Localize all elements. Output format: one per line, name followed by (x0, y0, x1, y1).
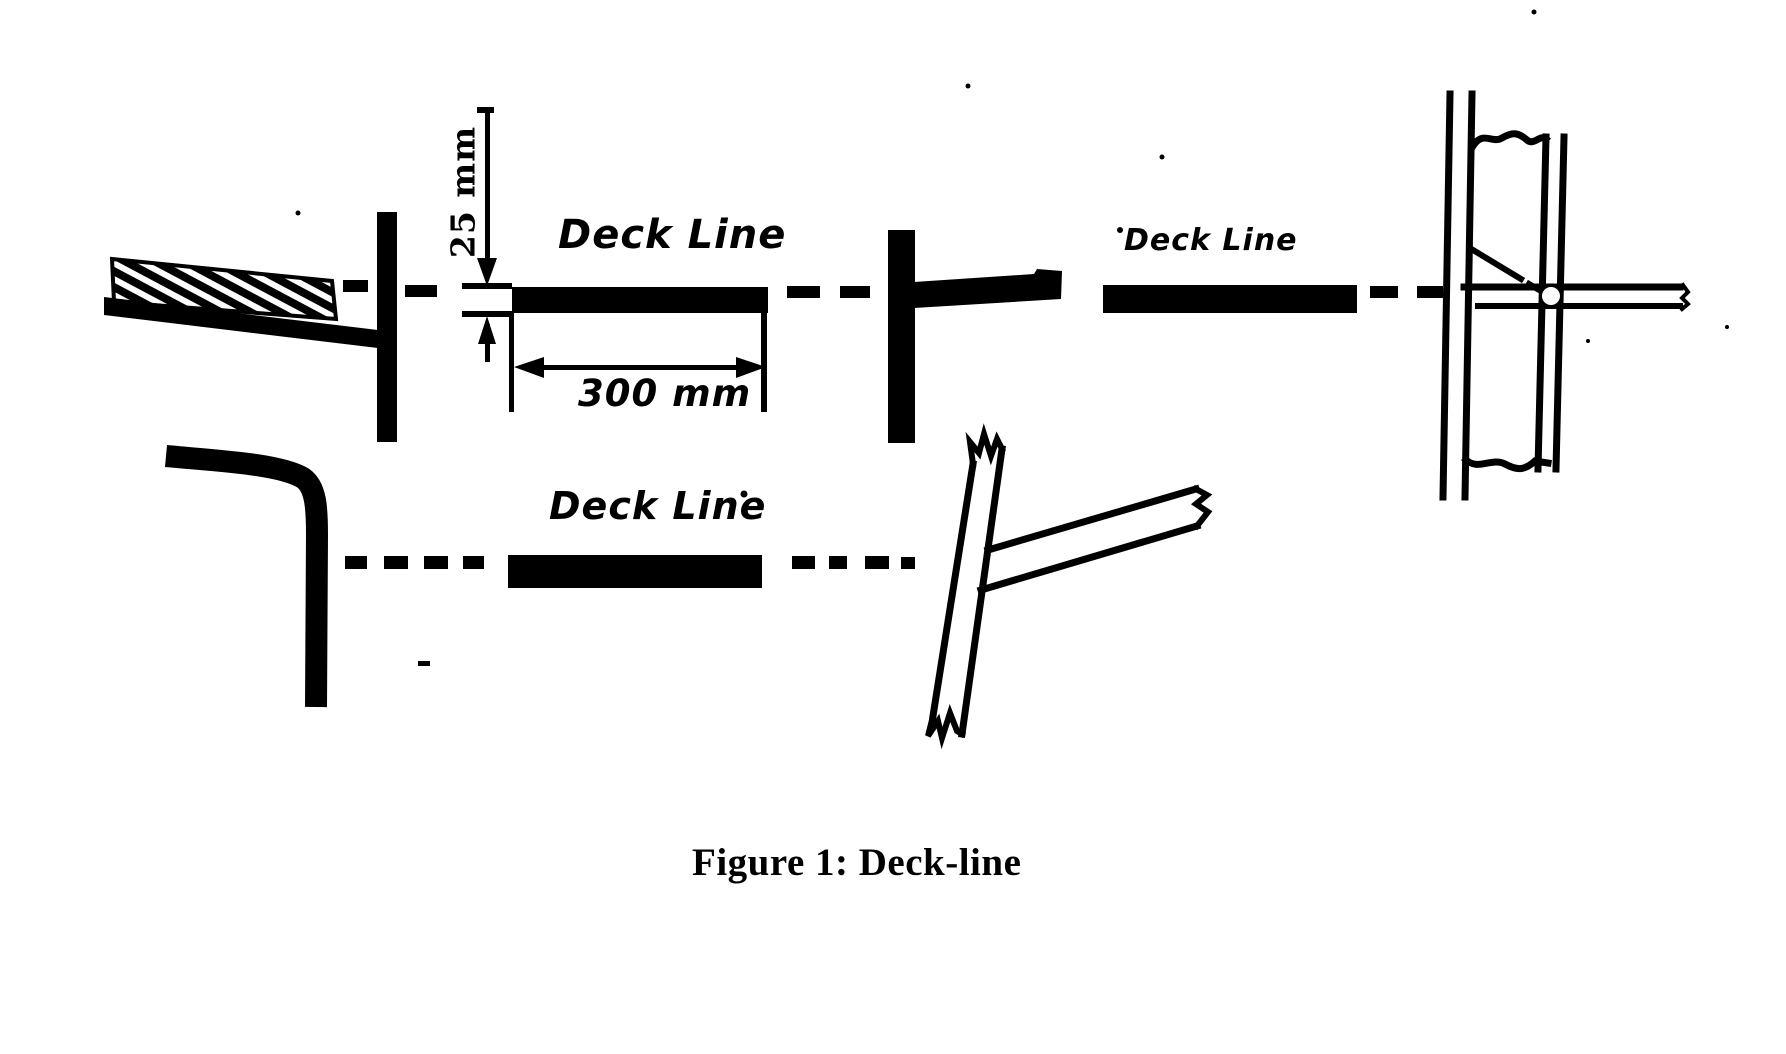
side-shell-bar (888, 230, 915, 443)
shell-and-deck-outline-structure (1439, 90, 1691, 501)
dimension-extension-left (509, 313, 514, 412)
deck-plate-break-end (1679, 282, 1691, 312)
deck-line-dash (463, 556, 484, 569)
deck-line-dash (865, 556, 889, 569)
sloped-deck-top-edge (983, 484, 1201, 555)
arrowhead-down (477, 258, 497, 286)
break-zigzag-bottom (925, 704, 967, 750)
figure-caption: Figure 1: Deck-line (692, 841, 1022, 884)
scan-speck (1117, 227, 1123, 233)
bar-bottom-extension-tick (462, 311, 512, 317)
deck-line-dash (901, 557, 915, 569)
break-zigzag-right (1190, 484, 1213, 531)
break-line-wavy-bottom (1461, 455, 1552, 472)
scan-specks (295, 9, 1729, 666)
deck-line-dash (787, 286, 820, 298)
scan-speck (295, 210, 301, 216)
plate-crossing-gap (1542, 287, 1560, 305)
break-zigzag-top (965, 423, 1007, 468)
deck-line-bar-top (512, 287, 768, 313)
dimension-line-300mm (522, 365, 758, 370)
scan-speck (1531, 9, 1537, 15)
sheer-strake-left-edge (928, 459, 978, 721)
deck-line-label-top: Deck Line (558, 212, 787, 258)
side-shell-bar (377, 212, 397, 442)
deck-line-label-right: Deck Line (1124, 223, 1298, 258)
wood-deck-hatched-planking (109, 256, 339, 322)
dimension-extension-right (761, 313, 767, 412)
hull-section-middle (787, 230, 1062, 443)
deck-line-bar-right (1103, 285, 1357, 313)
scan-speck (965, 83, 971, 89)
deck-line-bar-bottom (508, 555, 762, 588)
dimension-label-25mm: 25 mm (443, 125, 483, 259)
scan-speck (740, 490, 748, 498)
break-line-wavy-top (1468, 130, 1551, 151)
dimension-arrow-line-down (485, 110, 490, 262)
deck-line-dash (343, 280, 368, 292)
deck-plate-stub (914, 269, 1062, 308)
scan-speck (1725, 325, 1729, 329)
arrowhead-left (514, 357, 544, 378)
deck-line-dash (840, 286, 870, 298)
deck-line-mark-right (1103, 285, 1443, 313)
arrowhead-up (478, 316, 496, 344)
beam-bracket-diagonal (1468, 245, 1526, 284)
rounded-sheer-strake (164, 445, 329, 708)
rounded-gunwale-section (164, 445, 329, 708)
deck-line-dash (345, 556, 367, 569)
hull-section-planked-deck (104, 212, 397, 442)
deck-line-dash (424, 556, 448, 569)
scan-speck (418, 661, 430, 666)
deck-line-dash (1417, 286, 1443, 298)
deck-line-dash (829, 556, 847, 569)
deck-line-dash (792, 556, 815, 569)
arrowhead-right (736, 357, 766, 378)
deck-line-dash (1370, 286, 1398, 298)
deck-underside-line (104, 297, 386, 349)
deck-line-dash (384, 556, 408, 569)
scan-speck (1586, 339, 1590, 343)
broken-plate-structure (925, 423, 1213, 750)
scan-speck (1159, 154, 1165, 160)
shell-plate-outer-line (1439, 90, 1454, 501)
shell-plate-inner-line (1461, 90, 1476, 501)
deck-line-dash (405, 285, 437, 297)
deck-line-label-bottom: Deck Line (549, 484, 767, 528)
dimension-label-300mm: 300 mm (578, 372, 752, 415)
sloped-deck-bottom-edge (976, 521, 1202, 595)
dimension-25mm (405, 107, 512, 362)
deck-line-mark-top (509, 287, 768, 412)
bar-top-extension-tick (462, 283, 512, 289)
deck-line-mark-bottom (345, 555, 915, 588)
